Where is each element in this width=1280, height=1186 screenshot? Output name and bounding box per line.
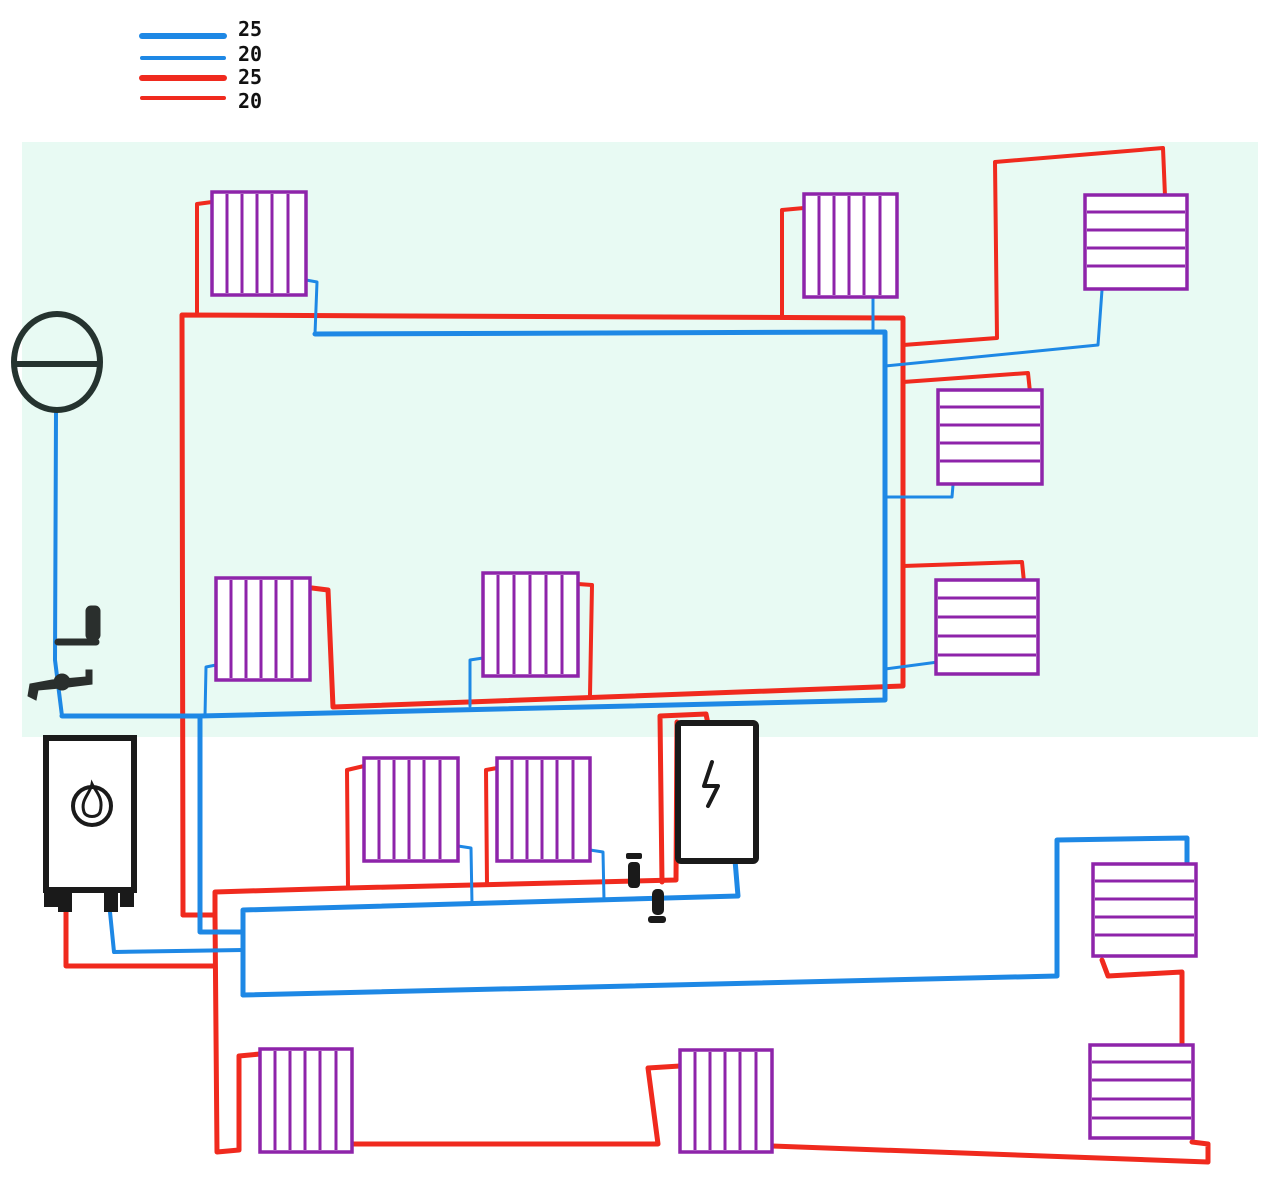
radiator-right-2 xyxy=(934,578,1040,676)
expansion-tank-icon xyxy=(11,311,103,413)
blue-riser xyxy=(197,713,246,935)
red-feed-rad-top-right xyxy=(901,146,1167,347)
legend-label-red-25: 25 xyxy=(238,65,262,89)
radiator-right-1 xyxy=(936,388,1044,486)
red-feed-rad-top-middle xyxy=(780,206,806,318)
radiator-ground-1 xyxy=(362,756,460,863)
gas-boiler xyxy=(43,735,137,912)
blue-ret-rad-right-1 xyxy=(883,483,955,499)
red-pipes xyxy=(63,146,1211,1165)
blue-pipes xyxy=(53,278,1190,998)
blue-ret-rad-ground-1 xyxy=(456,844,474,906)
blue-ground-loop xyxy=(240,857,741,998)
red-feed-rad-right-2 xyxy=(901,560,1026,584)
red-feed-rad-ground-1 xyxy=(345,764,366,890)
blue-ret-rad-top-right xyxy=(883,288,1104,368)
radiator-top-middle xyxy=(802,192,899,299)
blue-boiler-return xyxy=(108,910,245,954)
legend-label-blue-20: 20 xyxy=(238,42,262,66)
blue-ground-lower-line xyxy=(240,835,1190,998)
blue-ret-rad-upper-low-left xyxy=(203,663,218,718)
legend-label-blue-25: 25 xyxy=(238,17,262,41)
blue-ret-rad-upper-low-middle xyxy=(468,656,485,708)
upper-floor-zone xyxy=(22,142,1258,737)
radiator-top-right xyxy=(1083,193,1189,291)
legend: 25 20 25 20 xyxy=(139,17,262,113)
radiator-ground-right-lower xyxy=(1088,1043,1195,1140)
blue-ret-rad-top-left xyxy=(304,278,319,336)
legend-label-red-20: 20 xyxy=(238,89,262,113)
radiator-bottom-middle xyxy=(678,1048,774,1154)
electric-boiler xyxy=(675,720,759,864)
radiator-upper-low-left xyxy=(214,576,312,682)
red-lowest-loop xyxy=(212,912,1211,1165)
radiator-ground-right-upper xyxy=(1091,862,1198,958)
red-feed-rad-ground-2 xyxy=(484,766,499,886)
blue-upper-return-main xyxy=(59,329,888,719)
lightning-icon xyxy=(702,760,720,808)
valve-icon-ground xyxy=(626,853,666,923)
blue-ret-rad-ground-2 xyxy=(588,848,606,902)
red-feed-electric-boiler xyxy=(657,711,711,885)
red-upper-main-loop xyxy=(179,312,906,918)
flame-icon xyxy=(71,779,113,827)
red-feed-rad-right-1 xyxy=(901,371,1032,394)
radiator-ground-2 xyxy=(495,756,592,863)
blue-ret-rad-right-2 xyxy=(883,660,940,671)
radiator-top-left xyxy=(210,190,308,297)
radiator-bottom-left xyxy=(258,1047,354,1154)
blue-expansion-line xyxy=(53,410,64,718)
red-feed-rad-upper-low-middle xyxy=(576,582,594,697)
radiator-upper-low-middle xyxy=(481,571,580,678)
valve-icon xyxy=(27,605,101,701)
red-boiler-outlet xyxy=(63,909,218,969)
red-feed-rad-top-left xyxy=(195,200,214,314)
